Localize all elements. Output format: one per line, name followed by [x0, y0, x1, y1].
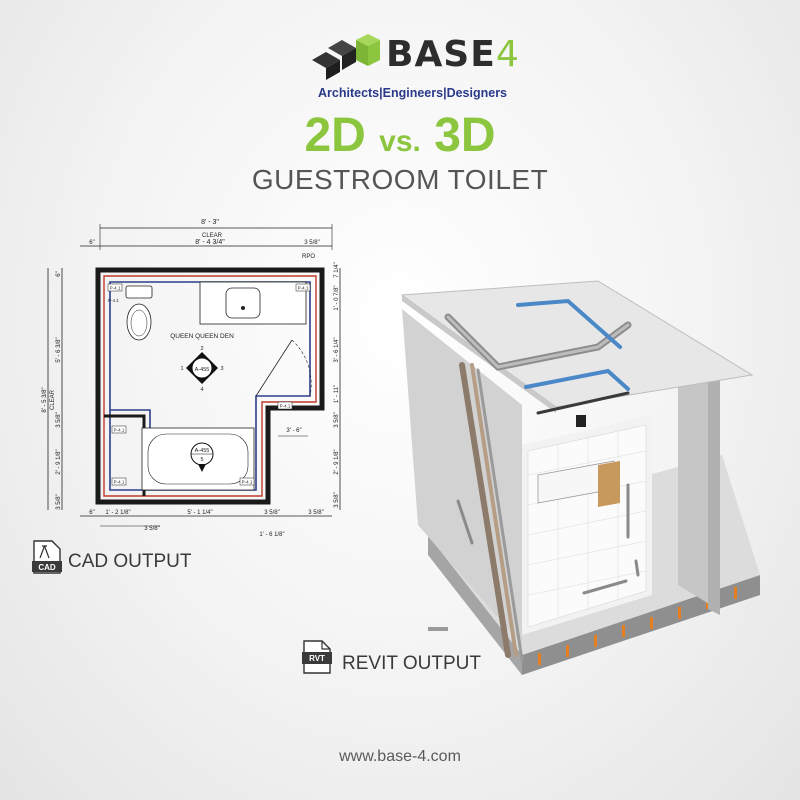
dim-right-c: 1' - 11": [334, 385, 340, 403]
dim-bot-f: 3 5/8": [144, 526, 159, 532]
section-ref: A-455: [195, 448, 210, 454]
rvt-badge-text: RVT: [309, 654, 325, 663]
dim-right-e: 2' - 9 1/8": [334, 449, 340, 474]
dim-left-mid: 3 5/8": [56, 412, 62, 427]
revit-3d-model: [400, 280, 760, 675]
tag-2: P-4.1: [108, 298, 119, 303]
headline-2d: 2D: [304, 109, 366, 162]
dim-right-small: 3 5/8": [304, 240, 319, 246]
elevation-n3: 3: [220, 366, 223, 372]
dim-bot-d: 3 5/8": [264, 510, 279, 516]
dim-right-d: 3 5/8": [334, 412, 340, 427]
dim-left-lower: 2' - 9 1/8": [56, 449, 62, 474]
compass-file-icon: CAD: [32, 540, 62, 574]
file-icon: RVT: [302, 640, 332, 674]
cad-floor-plan: 8' - 3" CLEAR 8' - 4 3/4" 6" 3 5/8" RPO …: [42, 219, 341, 538]
tag-6: P-4.1: [114, 480, 125, 485]
elevation-n4: 4: [200, 387, 203, 393]
dim-left-clear: CLEAR: [50, 389, 56, 410]
dim-mid: 3' - 6": [286, 428, 301, 434]
brand-text: BASE: [386, 34, 496, 75]
subheadline: GUESTROOM TOILET: [251, 164, 549, 195]
dim-overall: 8' - 3": [201, 219, 219, 226]
tag-7: P-4.1: [242, 480, 253, 485]
dim-left-upper: 5' - 6 3/8": [56, 337, 62, 362]
tag-5: P-4.1: [114, 428, 125, 433]
brand-name: BASE4: [386, 34, 520, 75]
tag-4: P-4.1: [280, 404, 291, 409]
dim-right-a: 1' - 0 7/8": [334, 285, 340, 310]
tag-rpo: RPO: [302, 254, 315, 260]
elevation-n1: 1: [180, 366, 183, 372]
room-label: QUEEN QUEEN DEN: [170, 333, 234, 340]
dim-bot-g: 1' - 6 1/8": [259, 532, 284, 538]
tag-3: P-4.1: [298, 286, 309, 291]
headline: 2D vs. 3D: [0, 108, 800, 163]
dim-bot-b: 1' - 2 1/8": [105, 510, 130, 516]
section-n: 5: [200, 457, 203, 463]
elevation-marker: A-455 1 2 3 4: [180, 346, 223, 393]
dim-left-top: 6": [56, 271, 62, 276]
revit-output-label: REVIT OUTPUT: [342, 653, 481, 674]
elevation-ref: A-455: [195, 367, 210, 373]
dim-left-total: 8' - 5 3/8": [42, 387, 48, 412]
website-url: www.base-4.com: [339, 748, 461, 765]
dim-left-small: 6": [89, 240, 94, 246]
dim-bot-a: 6": [89, 510, 94, 516]
cad-output-label: CAD OUTPUT: [68, 551, 192, 572]
dim-clear-top: CLEAR: [202, 233, 223, 239]
brand-number: 4: [495, 34, 520, 75]
dim-left-bottom: 3 5/8": [56, 494, 62, 509]
headline-vs: vs.: [379, 125, 421, 158]
brand-tagline: Architects|Engineers|Designers: [318, 86, 508, 100]
headline-3d: 3D: [434, 109, 496, 162]
base4-logo-icon: [312, 34, 380, 80]
elevation-n2: 2: [200, 346, 203, 352]
dim-bot-c: 5' - 1 1/4": [187, 510, 212, 516]
dim-right-b: 3' - 6 1/4": [334, 337, 340, 362]
dim-right-f: 3 5/8": [334, 492, 340, 507]
plumbing-tags: P-4.1 P-4.1 P-4.1 P-4.1 P-4.1 P-4.1 P-4.…: [107, 283, 311, 486]
tag-1: P-4.1: [110, 286, 121, 291]
dim-right-top: 7 1/4": [334, 262, 340, 277]
cad-badge-text: CAD: [38, 563, 56, 572]
dim-bot-e: 3 5/8": [308, 510, 323, 516]
dim-inner: 8' - 4 3/4": [195, 239, 225, 246]
section-marker: A-455 5: [190, 442, 214, 472]
